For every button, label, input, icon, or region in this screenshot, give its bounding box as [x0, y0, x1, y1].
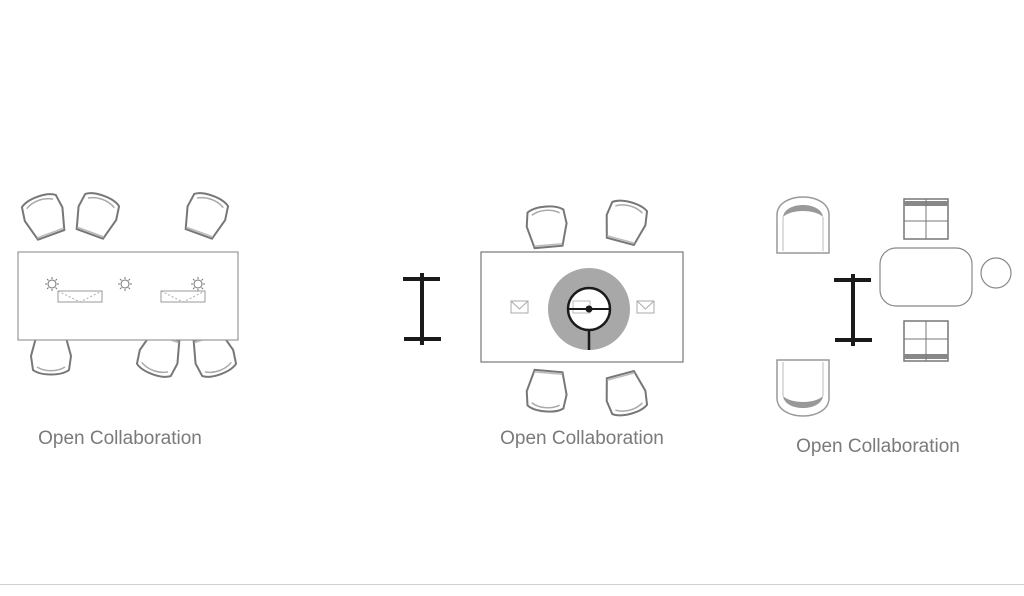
group-label: Open Collaboration — [796, 436, 960, 457]
laptop-icon — [160, 290, 206, 303]
chair — [179, 188, 233, 242]
lounge-chair — [903, 198, 949, 240]
chair — [524, 203, 570, 250]
stand-icon — [832, 272, 874, 348]
collaboration-group-3 — [776, 196, 1012, 417]
chair — [524, 368, 570, 415]
armchair — [776, 359, 830, 417]
group-label: Open Collaboration — [38, 428, 202, 449]
chair — [600, 196, 652, 248]
table — [879, 247, 973, 307]
laptop-icon — [57, 290, 103, 303]
lounge-chair — [903, 320, 949, 362]
armchair — [776, 196, 830, 254]
envelope-icon — [510, 300, 529, 314]
collaboration-group-2 — [401, 196, 684, 420]
collaboration-group-1 — [17, 188, 241, 382]
side-table — [980, 257, 1012, 289]
table — [17, 251, 239, 341]
divider — [0, 584, 1024, 585]
chair — [70, 188, 124, 242]
conference-hub-icon — [548, 268, 630, 350]
chair — [17, 189, 71, 243]
stand-icon — [401, 271, 443, 347]
group-label: Open Collaboration — [500, 428, 664, 449]
chair — [600, 368, 652, 420]
envelope-icon — [636, 300, 655, 314]
